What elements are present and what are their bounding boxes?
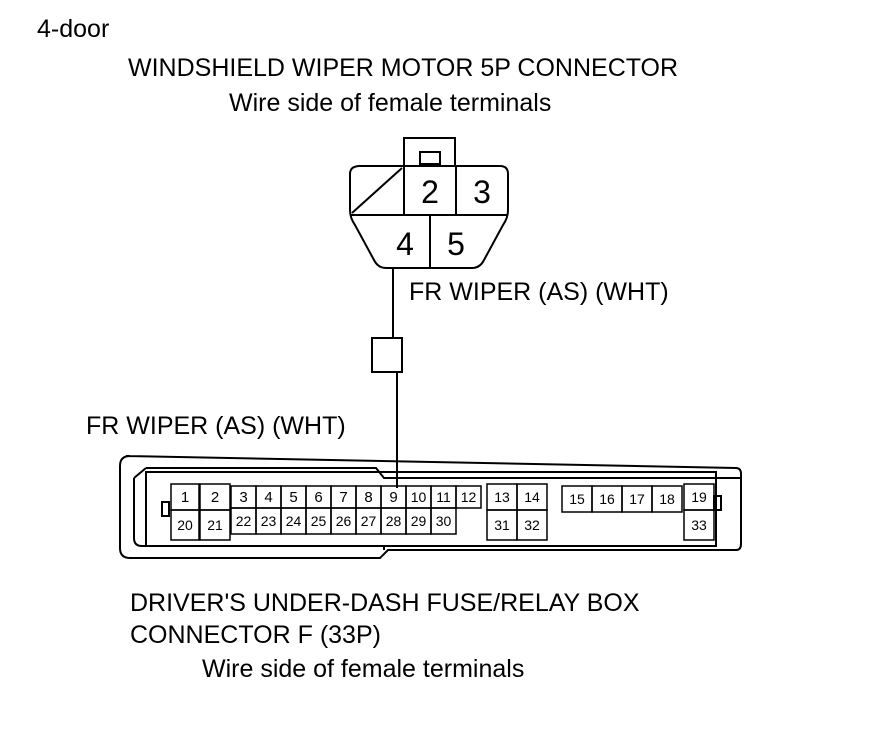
fuse-terminal-16: 16 [599,491,615,507]
motor-terminal-5: 5 [447,226,465,262]
fuse-box-connector-left-key [161,501,170,517]
wire-junction-connector [371,337,403,373]
motor-connector [349,137,509,269]
fuse-terminal-14: 14 [524,489,540,505]
fuse-terminal-2: 2 [211,489,219,506]
motor-connector-housing [349,165,509,269]
fuse-terminal-17: 17 [629,491,645,507]
motor-connector-title: WINDSHIELD WIPER MOTOR 5P CONNECTOR [128,54,678,82]
fuse-terminal-5: 5 [289,489,297,506]
fuse-terminal-cell-30 [430,507,457,535]
fuse-terminal-10: 10 [411,489,427,505]
fuse-terminal-20: 20 [177,517,193,533]
fuse-terminal-27: 27 [361,513,377,529]
fuse-terminal-cell-33 [683,509,715,541]
fuse-terminal-11: 11 [436,489,451,505]
fuse-terminal-12: 12 [461,489,477,505]
fuse-terminal-13: 13 [494,489,510,505]
fuse-terminal-cell-20 [170,509,200,541]
motor-terminal-4: 4 [396,226,414,262]
fuse-box-title-line1: DRIVER'S UNDER-DASH FUSE/RELAY BOX [130,589,640,617]
fuse-terminal-3: 3 [239,489,247,506]
fuse-terminal-6: 6 [314,489,322,506]
fuse-terminal-18: 18 [659,491,675,507]
fuse-terminal-cell-32 [516,509,548,541]
fuse-terminal-9: 9 [389,489,397,506]
fuse-terminal-29: 29 [411,513,427,529]
fuse-terminal-30: 30 [436,513,452,529]
fuse-terminal-32: 32 [524,517,540,533]
motor-connector-unused-cavity [351,167,403,214]
fuse-terminal-15: 15 [569,491,585,507]
fuse-terminal-21: 21 [207,517,223,533]
fuse-box-connector-inner-corner [133,467,147,479]
fuse-terminal-4: 4 [264,489,272,506]
motor-connector-lock-slot [419,151,441,165]
fuse-terminal-25: 25 [311,513,327,529]
fuse-terminal-19: 19 [691,489,707,505]
fr-wiper-wire [371,268,403,488]
fuse-terminal-28: 28 [386,513,402,529]
fuse-box-subtitle: Wire side of female terminals [202,655,524,683]
variant-label: 4-door [37,15,109,43]
fuse-terminal-cell-12 [455,485,482,509]
motor-connector-subtitle: Wire side of female terminals [229,89,551,117]
motor-terminal-3: 3 [473,174,491,210]
fuse-terminal-26: 26 [336,513,352,529]
fuse-box-connector-housing [119,455,742,559]
fuse-box-connector-inner-bottom [133,478,385,550]
wire-label-top: FR WIPER (AS) (WHT) [409,278,669,306]
motor-terminal-2: 2 [421,174,439,210]
wire-label-bottom: FR WIPER (AS) (WHT) [86,412,346,440]
fuse-terminal-22: 22 [236,513,252,529]
fuse-terminal-1: 1 [181,489,189,506]
fuse-terminal-24: 24 [286,513,302,529]
fuse-terminal-7: 7 [339,489,347,506]
fuse-terminal-8: 8 [364,489,372,506]
fuse-terminal-33: 33 [691,517,707,533]
fuse-terminal-cell-21 [199,509,231,541]
fuse-box-connector [119,455,742,559]
fuse-terminal-23: 23 [261,513,277,529]
fuse-terminal-cell-18 [651,485,683,513]
fuse-box-title-line2: CONNECTOR F (33P) [130,621,381,649]
fuse-terminal-31: 31 [494,517,510,533]
